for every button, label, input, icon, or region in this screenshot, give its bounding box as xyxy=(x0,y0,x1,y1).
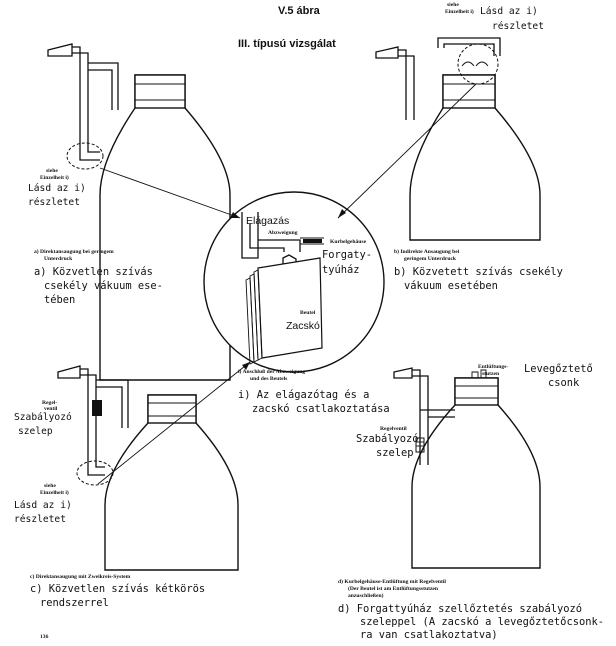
panel-d-caption-hu-3: ra van csatlakoztatva) xyxy=(360,629,498,641)
panel-d-vent-de-1: Entlüftungs- xyxy=(478,364,508,370)
panel-b-see-hu-2: részletet xyxy=(492,20,544,32)
detail-i-crank-hu-2: tyúház xyxy=(322,264,360,276)
panel-c-caption-de: c) Direktansaugung mit Zweikreis-System xyxy=(30,573,131,580)
page-number: 136 xyxy=(40,634,49,640)
detail-i-caption-de-1: i) Anschluß der Abzweigung xyxy=(238,368,305,375)
detail-i-branch-de: Abzweigung xyxy=(268,230,298,236)
panel-a-detail-circle xyxy=(66,142,104,170)
panel-b-caption-de-2: geringem Unterdruck xyxy=(404,256,457,262)
panel-b-bottle xyxy=(409,74,541,241)
panel-d-bottle xyxy=(411,369,541,569)
panel-c-valve-hu-1: Szabályozó xyxy=(14,411,72,423)
detail-i-crank-hu-1: Forgaty- xyxy=(322,249,372,261)
panel-b-detail-circle xyxy=(457,43,499,85)
panel-c-detail-circle xyxy=(76,460,114,486)
panel-b-see-de-2: Einzelheit i) xyxy=(445,8,474,15)
panel-b-see-de-1: siehe xyxy=(447,2,459,8)
figure-title: V.5 ábra xyxy=(278,5,321,17)
panel-c-caption-hu-2: rendszerrel xyxy=(40,597,109,609)
panel-b-caption-hu-1: b) Közvetett szívás csekély xyxy=(394,266,563,278)
panel-c-see-hu-2: részletet xyxy=(14,513,66,525)
panel-a-see-hu-2: részletet xyxy=(28,196,80,208)
panel-a-caption-de-2: Unterdruck xyxy=(44,256,73,262)
panel-d-vent-hu-2: csonk xyxy=(548,377,580,389)
detail-i-caption-de-2: und des Beutels xyxy=(250,376,288,382)
detail-i-crank-de: Kurbelgehäuse xyxy=(330,239,367,245)
panel-c-valve-hu-2: szelep xyxy=(18,426,53,437)
panel-a-see-de-2: Einzelheit i) xyxy=(40,174,69,181)
detail-i xyxy=(203,191,385,373)
panel-c-caption-hu-1: c) Közvetlen szívás kétkörös xyxy=(30,583,205,595)
connector-arrows xyxy=(97,83,477,485)
panel-d-caption-hu-2: szeleppel (A zacskó a levegőztetőcsonk- xyxy=(360,616,604,628)
panel-a-caption-de-1: a) Direktansaugung bei geringem xyxy=(34,248,114,255)
panel-a-caption-hu-1: a) Közvetlen szívás xyxy=(34,266,153,278)
detail-i-caption-hu-1: i) Az elágazótag és a xyxy=(238,389,369,401)
panel-b-caption-hu-2: vákuum esetében xyxy=(404,280,498,292)
panel-d-vent-hu-1: Levegőztető xyxy=(524,363,593,375)
panel-a-see-hu-1: Lásd az i) xyxy=(28,182,86,194)
panel-d-valve-de: Regelventil xyxy=(380,426,407,432)
detail-i-caption-hu-2: zacskó csatlakoztatása xyxy=(252,403,390,415)
panel-b-caption-de-1: b) Indirekte Ansaugung bei xyxy=(394,248,460,255)
panel-d-caption-de-3: anzuschließen) xyxy=(348,592,384,599)
panel-d-valve-hu-1: Szabályozó xyxy=(356,433,419,445)
panel-d-caption-de-1: d) Kurbelgehäuse-Entlüftung mit Regelven… xyxy=(338,578,446,585)
panel-a-bottle xyxy=(99,74,231,381)
panel-d-caption-de-2: (Der Beutel ist am Entlüftungsstutzen xyxy=(348,585,439,592)
panel-d-caption-hu-1: d) Forgattyúház szellőztetés szabályozó xyxy=(338,603,582,615)
panel-b-pipe xyxy=(375,37,501,120)
detail-i-bag-de: Beutel xyxy=(300,310,316,316)
panel-d-pipe xyxy=(393,367,455,465)
panel-d-vent-de-2: stutzen xyxy=(482,371,500,377)
panel-d-valve-hu-2: szelep xyxy=(376,447,414,459)
panel-a-caption-hu-2: csekély vákuum ese- xyxy=(44,280,163,292)
figure-subtitle: III. típusú vizsgálat xyxy=(238,38,336,50)
panel-a-pipe xyxy=(47,43,119,161)
panel-c-valve-de-1: Regel- xyxy=(42,400,57,406)
panel-c-see-de-2: Einzelheit i) xyxy=(40,489,69,496)
detail-i-branch-hu: Elágazás xyxy=(246,215,289,227)
panel-a-see-de-1: siehe xyxy=(46,168,58,174)
panel-b-see-hu-1: Lásd az i) xyxy=(480,5,538,17)
panel-c-bottle xyxy=(104,394,239,571)
panel-c-see-de-1: siehe xyxy=(44,483,56,489)
panel-c-valve-de-2: ventil xyxy=(44,406,58,412)
panel-c-pipe xyxy=(57,365,129,476)
detail-i-bag-hu: Zacskó xyxy=(286,320,320,332)
panel-a-caption-hu-3: tében xyxy=(44,294,75,306)
panel-c-see-hu-1: Lásd az i) xyxy=(14,499,72,511)
